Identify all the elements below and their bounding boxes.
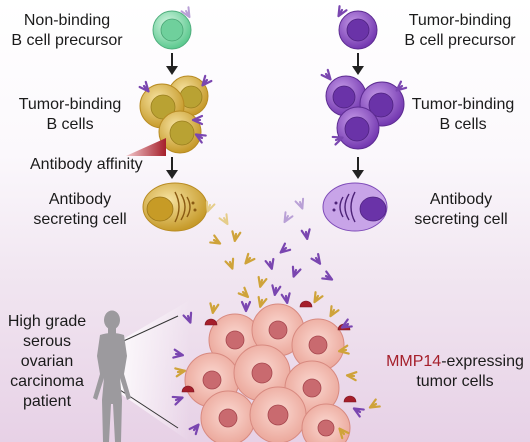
left-precursor-label-line: Non-binding (23, 12, 111, 29)
green-precursor-cell (152, 6, 194, 50)
purple-b-cell-cluster (320, 68, 408, 150)
right-binding-label-line: B cells (439, 116, 487, 133)
right-precursor-label-line: B cell precursor (404, 32, 516, 49)
left-binding-label-line: Tumor-binding (18, 96, 122, 113)
patient-label-line: High grade (7, 313, 87, 330)
mmp14-gene-label: MMP14 (386, 353, 442, 370)
tumor-cells-label: MMP14-expressing tumor cells (384, 352, 526, 392)
right-precursor-label: Tumor-binding B cell precursor (390, 11, 530, 51)
mmp14-receptors (181, 300, 357, 403)
right-precursor-label-line: Tumor-binding (408, 12, 512, 29)
tumor-mass (184, 303, 351, 442)
left-precursor-label: Non-binding B cell precursor (6, 11, 128, 51)
patient-label-line: patient (22, 393, 72, 410)
arrow-icon (166, 53, 178, 75)
left-precursor-label-line: B cell precursor (11, 32, 123, 49)
right-secreting-label-line: secreting cell (414, 211, 508, 228)
right-binding-label: Tumor-binding B cells (403, 95, 523, 135)
gold-secreting-cell (142, 182, 208, 232)
patient-silhouette-icon (93, 310, 131, 442)
antibody-affinity-label: Antibody affinity (30, 156, 143, 173)
arrow-icon (352, 53, 364, 75)
right-secreting-label: Antibody secreting cell (405, 190, 517, 230)
arrow-icon (352, 157, 364, 179)
right-binding-label-line: Tumor-binding (411, 96, 515, 113)
patient-label-line: carcinoma (10, 373, 84, 390)
gold-b-cell-cluster (138, 74, 213, 154)
expressing-label: -expressing (441, 353, 524, 370)
left-binding-label-line: B cells (46, 116, 94, 133)
patient-label-line: serous (22, 333, 72, 350)
affinity-wedge (126, 138, 166, 156)
right-secreting-label-line: Antibody (429, 191, 493, 208)
patient-label: High grade serous ovarian carcinoma pati… (4, 312, 90, 412)
purple-secreting-cell (322, 182, 388, 232)
left-secreting-label-line: Antibody (48, 191, 112, 208)
purple-precursor-cell (333, 5, 378, 50)
left-secreting-label: Antibody secreting cell (26, 190, 134, 230)
arrow-icon (166, 157, 178, 179)
patient-label-line: ovarian (20, 353, 74, 370)
left-secreting-label-line: secreting cell (33, 211, 127, 228)
free-antibodies (202, 197, 336, 306)
left-binding-label: Tumor-binding B cells (9, 95, 131, 135)
tumor-cells-label-line: tumor cells (416, 373, 494, 390)
